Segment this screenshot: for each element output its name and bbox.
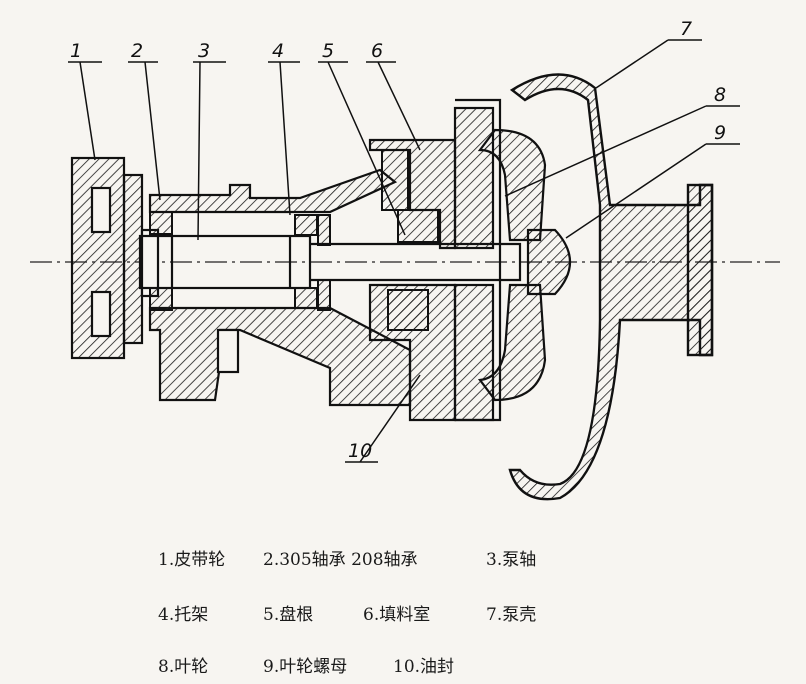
callout-2: 2 xyxy=(131,40,143,62)
legend-item-10: 10.油封 xyxy=(393,657,455,677)
pump-shaft xyxy=(138,234,522,290)
legend-item-6: 6.填料室 xyxy=(363,605,431,625)
callout-4: 4 xyxy=(272,40,284,62)
callout-5: 5 xyxy=(322,40,334,62)
legend-item-5: 5.盘根 xyxy=(263,605,314,625)
callout-3: 3 xyxy=(198,40,210,62)
legend-item-1: 1.皮带轮 xyxy=(158,550,226,570)
impeller-nut xyxy=(526,228,571,296)
callout-9: 9 xyxy=(714,122,726,144)
callout-10: 10 xyxy=(348,440,372,462)
legend-item-8: 8.叶轮 xyxy=(158,657,209,677)
impeller xyxy=(477,128,547,402)
stuffing-box xyxy=(368,98,502,422)
callout-8: 8 xyxy=(714,84,726,106)
legend-item-3: 3.泵轴 xyxy=(486,550,537,570)
bearings xyxy=(149,211,318,311)
legend-item-4: 4.托架 xyxy=(158,605,209,625)
legend-item-7: 7.泵壳 xyxy=(486,605,537,625)
oil-seal xyxy=(317,214,331,311)
belt-pulley xyxy=(70,156,160,360)
leader-lines xyxy=(68,39,740,463)
legend-item-2: 2.305轴承 208轴承 xyxy=(263,550,418,570)
callout-6: 6 xyxy=(371,40,383,62)
legend-item-9: 9.叶轮螺母 xyxy=(263,657,348,677)
callout-7: 7 xyxy=(680,18,692,40)
pump-casing xyxy=(508,73,714,501)
callout-1: 1 xyxy=(70,40,82,62)
